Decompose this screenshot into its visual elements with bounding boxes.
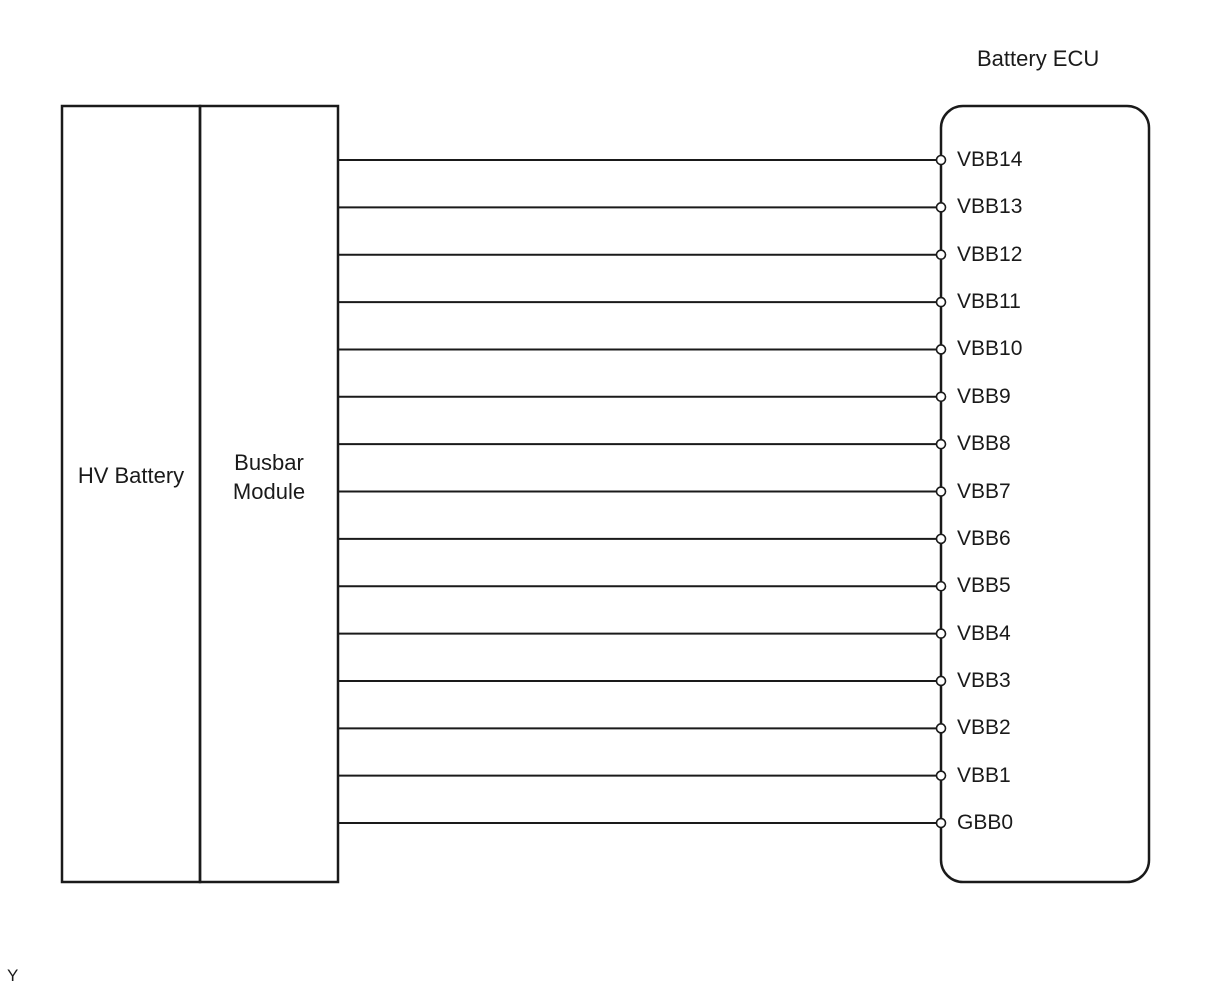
- terminal-vbb9: [935, 391, 947, 403]
- terminal-vbb1: [935, 770, 947, 781]
- terminal-vbb2: [935, 723, 947, 734]
- terminal-vbb3: [935, 675, 947, 687]
- pin-label-vbb9: VBB9: [957, 384, 1011, 408]
- wire-group: [338, 154, 947, 829]
- terminal-vbb12: [935, 249, 947, 261]
- terminal-gbb0: [935, 817, 947, 829]
- pin-label-vbb8: VBB8: [957, 432, 1011, 456]
- terminal-vbb7: [935, 486, 947, 497]
- busbar-label-line1: Busbar: [234, 450, 304, 475]
- terminal-vbb10: [935, 344, 947, 355]
- terminal-vbb14: [935, 154, 947, 166]
- pin-label-vbb10: VBB10: [957, 337, 1023, 361]
- busbar-module-box: [198, 104, 340, 884]
- busbar-module-label: Busbar Module: [200, 448, 338, 506]
- terminal-vbb4: [935, 628, 947, 639]
- terminal-vbb11: [935, 296, 947, 308]
- pin-label-vbb2: VBB2: [957, 716, 1011, 740]
- pin-label-vbb3: VBB3: [957, 668, 1011, 692]
- figure-code: Y: [7, 966, 19, 985]
- hv-battery-label: HV Battery: [77, 463, 185, 488]
- pin-label-vbb12: VBB12: [957, 242, 1023, 266]
- pin-label-vbb4: VBB4: [957, 621, 1011, 645]
- pin-label-vbb11: VBB11: [957, 290, 1021, 314]
- pin-label-vbb1: VBB1: [957, 763, 1011, 787]
- busbar-label-line2: Module: [232, 479, 306, 504]
- terminal-vbb8: [935, 438, 947, 450]
- terminal-vbb6: [935, 533, 947, 545]
- terminal-vbb5: [935, 580, 947, 592]
- terminal-vbb13: [935, 202, 947, 213]
- battery-ecu-title: Battery ECU: [977, 46, 1100, 71]
- pin-label-vbb5: VBB5: [957, 574, 1011, 598]
- pin-label-vbb13: VBB13: [957, 195, 1023, 219]
- pin-label-vbb14: VBB14: [957, 148, 1023, 171]
- pin-label-vbb7: VBB7: [957, 479, 1011, 503]
- pin-label-gbb0: GBB0: [957, 811, 1014, 835]
- hv-battery-box: [60, 104, 202, 884]
- pin-label-vbb6: VBB6: [957, 526, 1011, 550]
